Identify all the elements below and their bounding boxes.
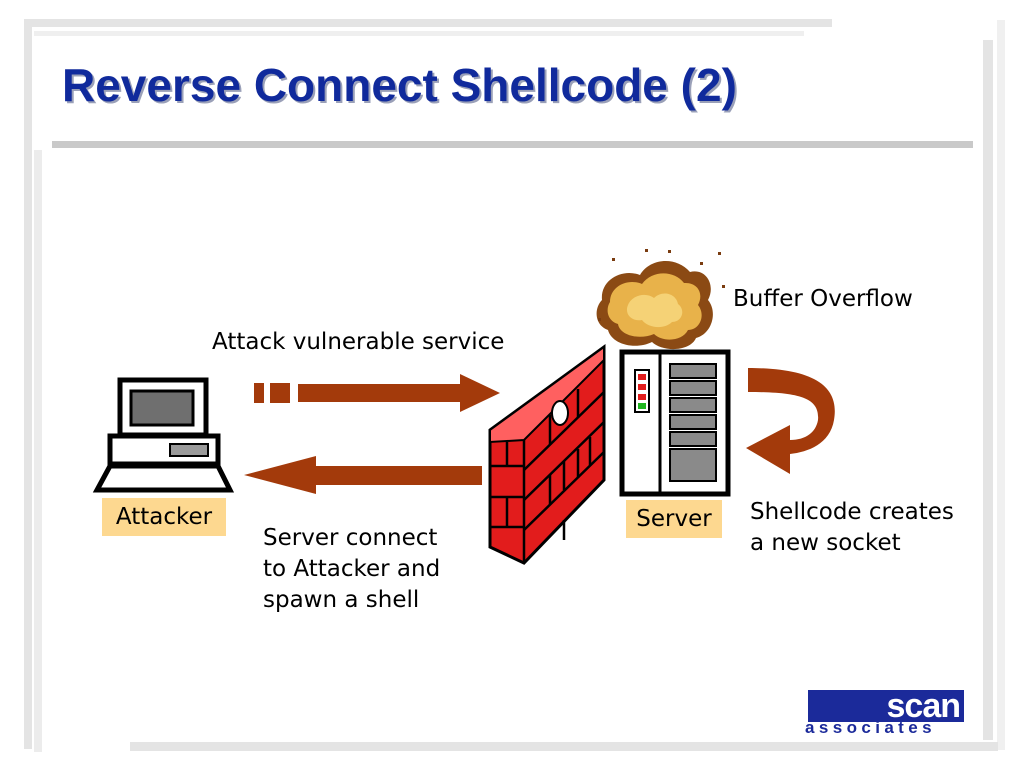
attacker-tag: Attacker (102, 498, 226, 536)
buffer-overflow-label: Buffer Overflow (733, 286, 913, 312)
logo-scan-text: scan (808, 689, 964, 723)
frame-left (24, 19, 32, 749)
title-divider (52, 141, 973, 148)
shellcode-label-line2: a new socket (750, 530, 901, 556)
attack-label: Attack vulnerable service (212, 329, 505, 355)
connect-label-line3: spawn a shell (263, 587, 420, 613)
explosion-icon (596, 249, 725, 350)
frame-right-outer (997, 20, 1005, 750)
computer-icon (92, 377, 235, 493)
frame-top (24, 19, 832, 27)
shellcode-label-line1: Shellcode creates (750, 499, 954, 525)
frame-top-inner (34, 31, 804, 36)
logo-associates-text: associates (805, 718, 936, 737)
server-tag: Server (626, 500, 722, 538)
frame-right (983, 40, 993, 740)
curved-arrow-icon (746, 368, 835, 474)
frame-bottom (130, 742, 998, 751)
connect-label-line1: Server connect (263, 525, 438, 551)
frame-left-inner (34, 150, 42, 752)
connect-back-arrow-icon (244, 456, 528, 494)
slide-title: Reverse Connect Shellcode (2) (62, 59, 737, 111)
server-icon (619, 349, 731, 497)
attack-arrow-icon (254, 374, 500, 412)
connect-label-line2: to Attacker and (263, 556, 441, 582)
firewall-icon (488, 344, 606, 565)
